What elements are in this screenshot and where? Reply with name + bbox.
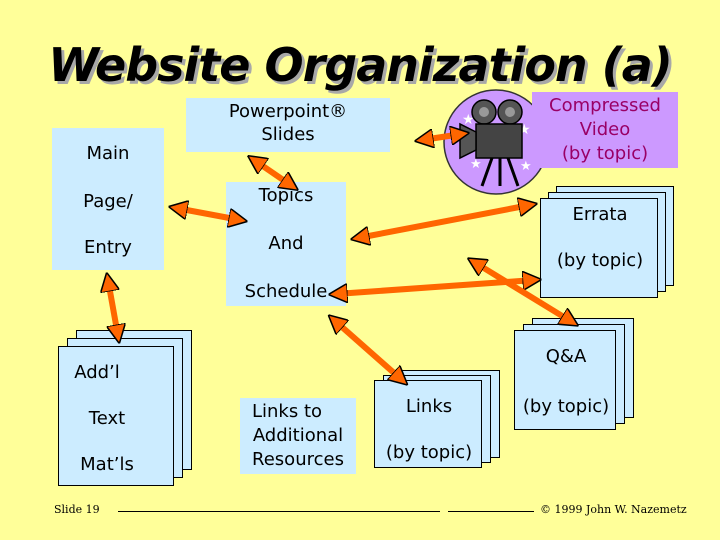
and-label: And	[226, 232, 346, 256]
main-label: Main	[52, 142, 164, 166]
svg-text:★: ★	[518, 122, 531, 138]
schedule-label: Schedule	[226, 280, 346, 304]
slide-title: Website Organization (a)	[0, 38, 720, 92]
errata-sheet-front: Errata (by topic)	[540, 198, 658, 298]
matls-label: Mat’ls	[59, 453, 155, 477]
links-to-label: Links to	[240, 400, 334, 424]
qa-sheet-front: Q&A (by topic)	[514, 330, 616, 430]
text-label: Text	[59, 407, 155, 431]
additional-label: Additional	[240, 424, 356, 448]
arrow-powerpoint-video	[422, 134, 462, 140]
arrow-schedule-qa	[336, 280, 534, 294]
main-page-box: Main Page/ Entry	[52, 128, 164, 270]
svg-text:★: ★	[470, 157, 482, 172]
errata-by-topic-label: (by topic)	[541, 249, 659, 273]
resources-box: Links to Additional Resources	[240, 398, 356, 474]
copyright: © 1999 John W. Nazemetz	[540, 503, 687, 516]
video-by-topic-label: (by topic)	[532, 142, 678, 166]
svg-text:★: ★	[462, 112, 475, 128]
video-label: Video	[532, 118, 678, 142]
links-stack: Links (by topic)	[374, 370, 502, 470]
resources-label: Resources	[240, 448, 356, 472]
page-label: Page/	[52, 190, 164, 214]
powerpoint-label: Powerpoint®	[186, 100, 390, 124]
text-sheet-front: Add’l Text Mat’ls	[58, 346, 174, 486]
errata-label: Errata	[541, 203, 659, 227]
slide-number: Slide 19	[54, 503, 100, 516]
errata-stack: Errata (by topic)	[540, 186, 676, 302]
qa-label: Q&A	[515, 345, 617, 369]
topics-label: Topics	[226, 184, 346, 208]
arrow-main-text	[108, 280, 118, 336]
footer-line-right	[448, 511, 534, 512]
qa-by-topic-label: (by topic)	[515, 395, 617, 419]
qa-stack: Q&A (by topic)	[514, 318, 636, 436]
slides-label: Slides	[186, 123, 390, 147]
links-label: Links	[375, 395, 483, 419]
links-by-topic-label: (by topic)	[375, 441, 483, 465]
addl-label: Add’l	[59, 361, 135, 385]
additional-text-stack: Add’l Text Mat’ls	[58, 330, 194, 490]
entry-label: Entry	[52, 236, 164, 260]
compressed-label: Compressed	[532, 94, 678, 118]
footer-line-left	[118, 511, 440, 512]
powerpoint-slides-box: Powerpoint® Slides	[186, 98, 390, 152]
svg-text:★: ★	[520, 159, 532, 174]
topics-schedule-box: Topics And Schedule	[226, 182, 346, 306]
compressed-video-box: Compressed Video (by topic)	[532, 92, 678, 168]
links-sheet-front: Links (by topic)	[374, 380, 482, 468]
arrow-topics-errata	[358, 205, 530, 238]
